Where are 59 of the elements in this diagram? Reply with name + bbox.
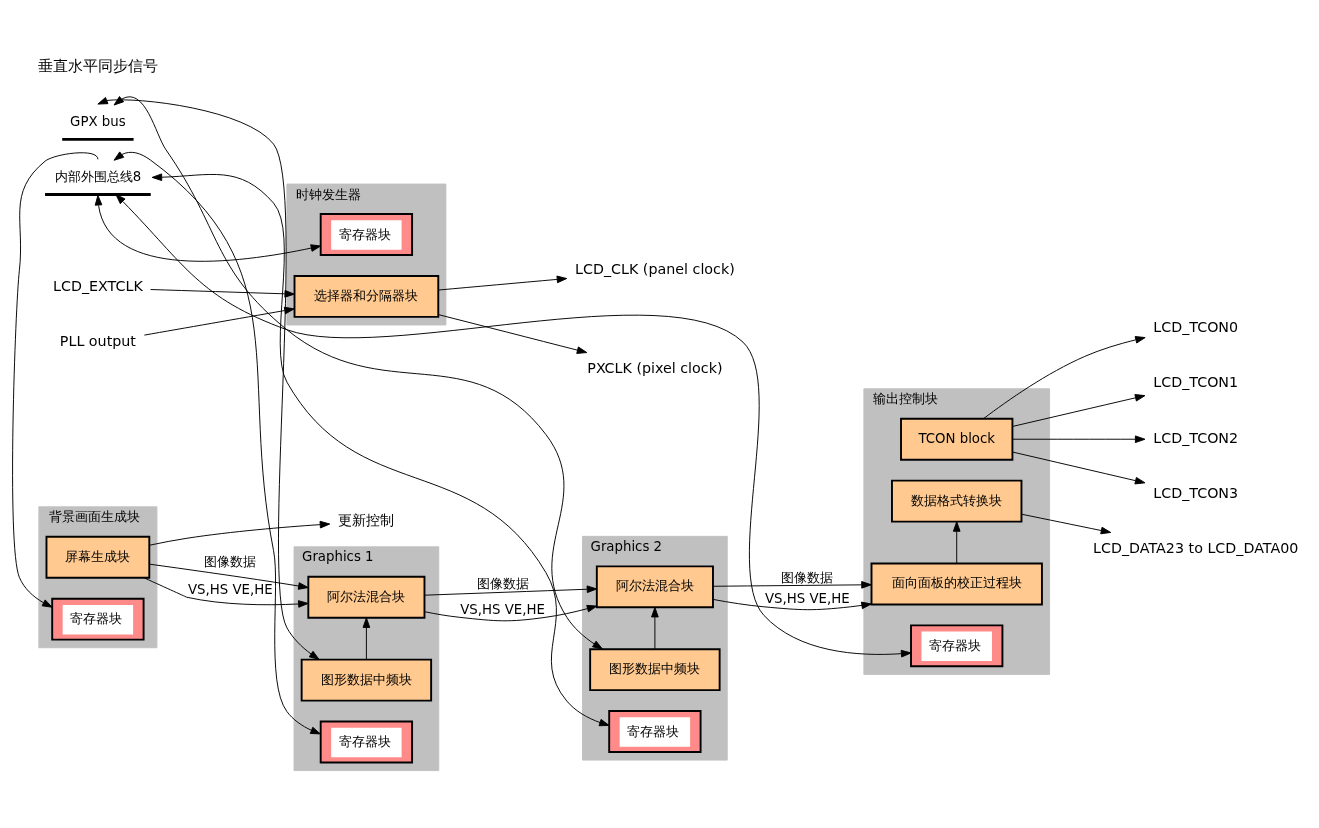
arrow (97, 97, 320, 660)
arrow (712, 598, 872, 611)
arrow (651, 606, 659, 650)
arrow (1021, 513, 1112, 535)
node-text: 更新控制 (338, 512, 395, 529)
arrow (148, 520, 331, 546)
node-text: LCD_EXTCLK (53, 278, 143, 295)
node-text: 内部外围总线8 (54, 168, 142, 184)
node-text: GPX bus (70, 113, 126, 129)
node-text: LCD_CLK (panel clock) (575, 261, 735, 278)
node-box: 寄存器块 (608, 710, 702, 753)
arrow (1012, 451, 1146, 485)
node-text: PLL output (59, 333, 136, 350)
node-text: LCD_TCON1 (1153, 374, 1239, 391)
arrow (424, 604, 598, 622)
node-text: LCD_TCON2 (1153, 429, 1239, 446)
edge-label: 图像数据 (476, 575, 529, 591)
arrow (148, 563, 309, 590)
node-box: 阿尔法混合块 (595, 565, 714, 609)
node-box: 寄存器块 (319, 213, 414, 256)
arrow (424, 585, 598, 596)
edge-label: 图像数据 (204, 554, 257, 570)
node-box: 寄存器块 (51, 597, 145, 641)
arrow (12, 152, 99, 608)
node-box: 图形数据中频块 (589, 648, 721, 692)
node-box: TCON block (900, 417, 1014, 461)
arrow (362, 617, 371, 660)
arrow (151, 173, 610, 727)
node-box: 寄存器块 (319, 720, 414, 764)
node-box: 数据格式转换块 (891, 479, 1023, 523)
node-box: 选择器和分隔器块 (293, 275, 440, 318)
edge-label: 图像数据 (781, 570, 834, 586)
node-box: 寄存器块 (910, 624, 1004, 668)
arrow (1012, 394, 1146, 427)
node-text: LCD_TCON3 (1153, 484, 1239, 501)
arrow (438, 275, 568, 291)
arrow (94, 195, 322, 262)
arrow (952, 521, 961, 564)
arrow (150, 289, 295, 298)
arrow (113, 151, 321, 735)
node-text: LCD_DATA23 to LCD_DATA00 (1093, 540, 1299, 557)
edge-label: VS,HS VE,HE (764, 591, 850, 607)
arrow (983, 336, 1146, 420)
node-text: LCD_TCON0 (1153, 319, 1239, 336)
node-box: 阿尔法混合块 (307, 575, 426, 619)
node-text: PXCLK (pixel clock) (587, 360, 723, 377)
arrow (712, 581, 872, 589)
node-box: 图形数据中频块 (300, 658, 433, 702)
arrow (143, 306, 295, 336)
arrow (115, 194, 912, 658)
arrow (1012, 435, 1146, 444)
edge-label: VS,HS VE,HE (187, 581, 273, 597)
arrow (438, 314, 588, 354)
arrow (143, 577, 309, 608)
label: 垂直水平同步信号 (37, 56, 158, 75)
edge-label: VS,HS VE,HE (460, 601, 545, 617)
node-box: 屏幕生成块 (45, 535, 151, 579)
arrow (113, 96, 603, 650)
node-box: 面向面板的校正过程块 (870, 562, 1043, 606)
